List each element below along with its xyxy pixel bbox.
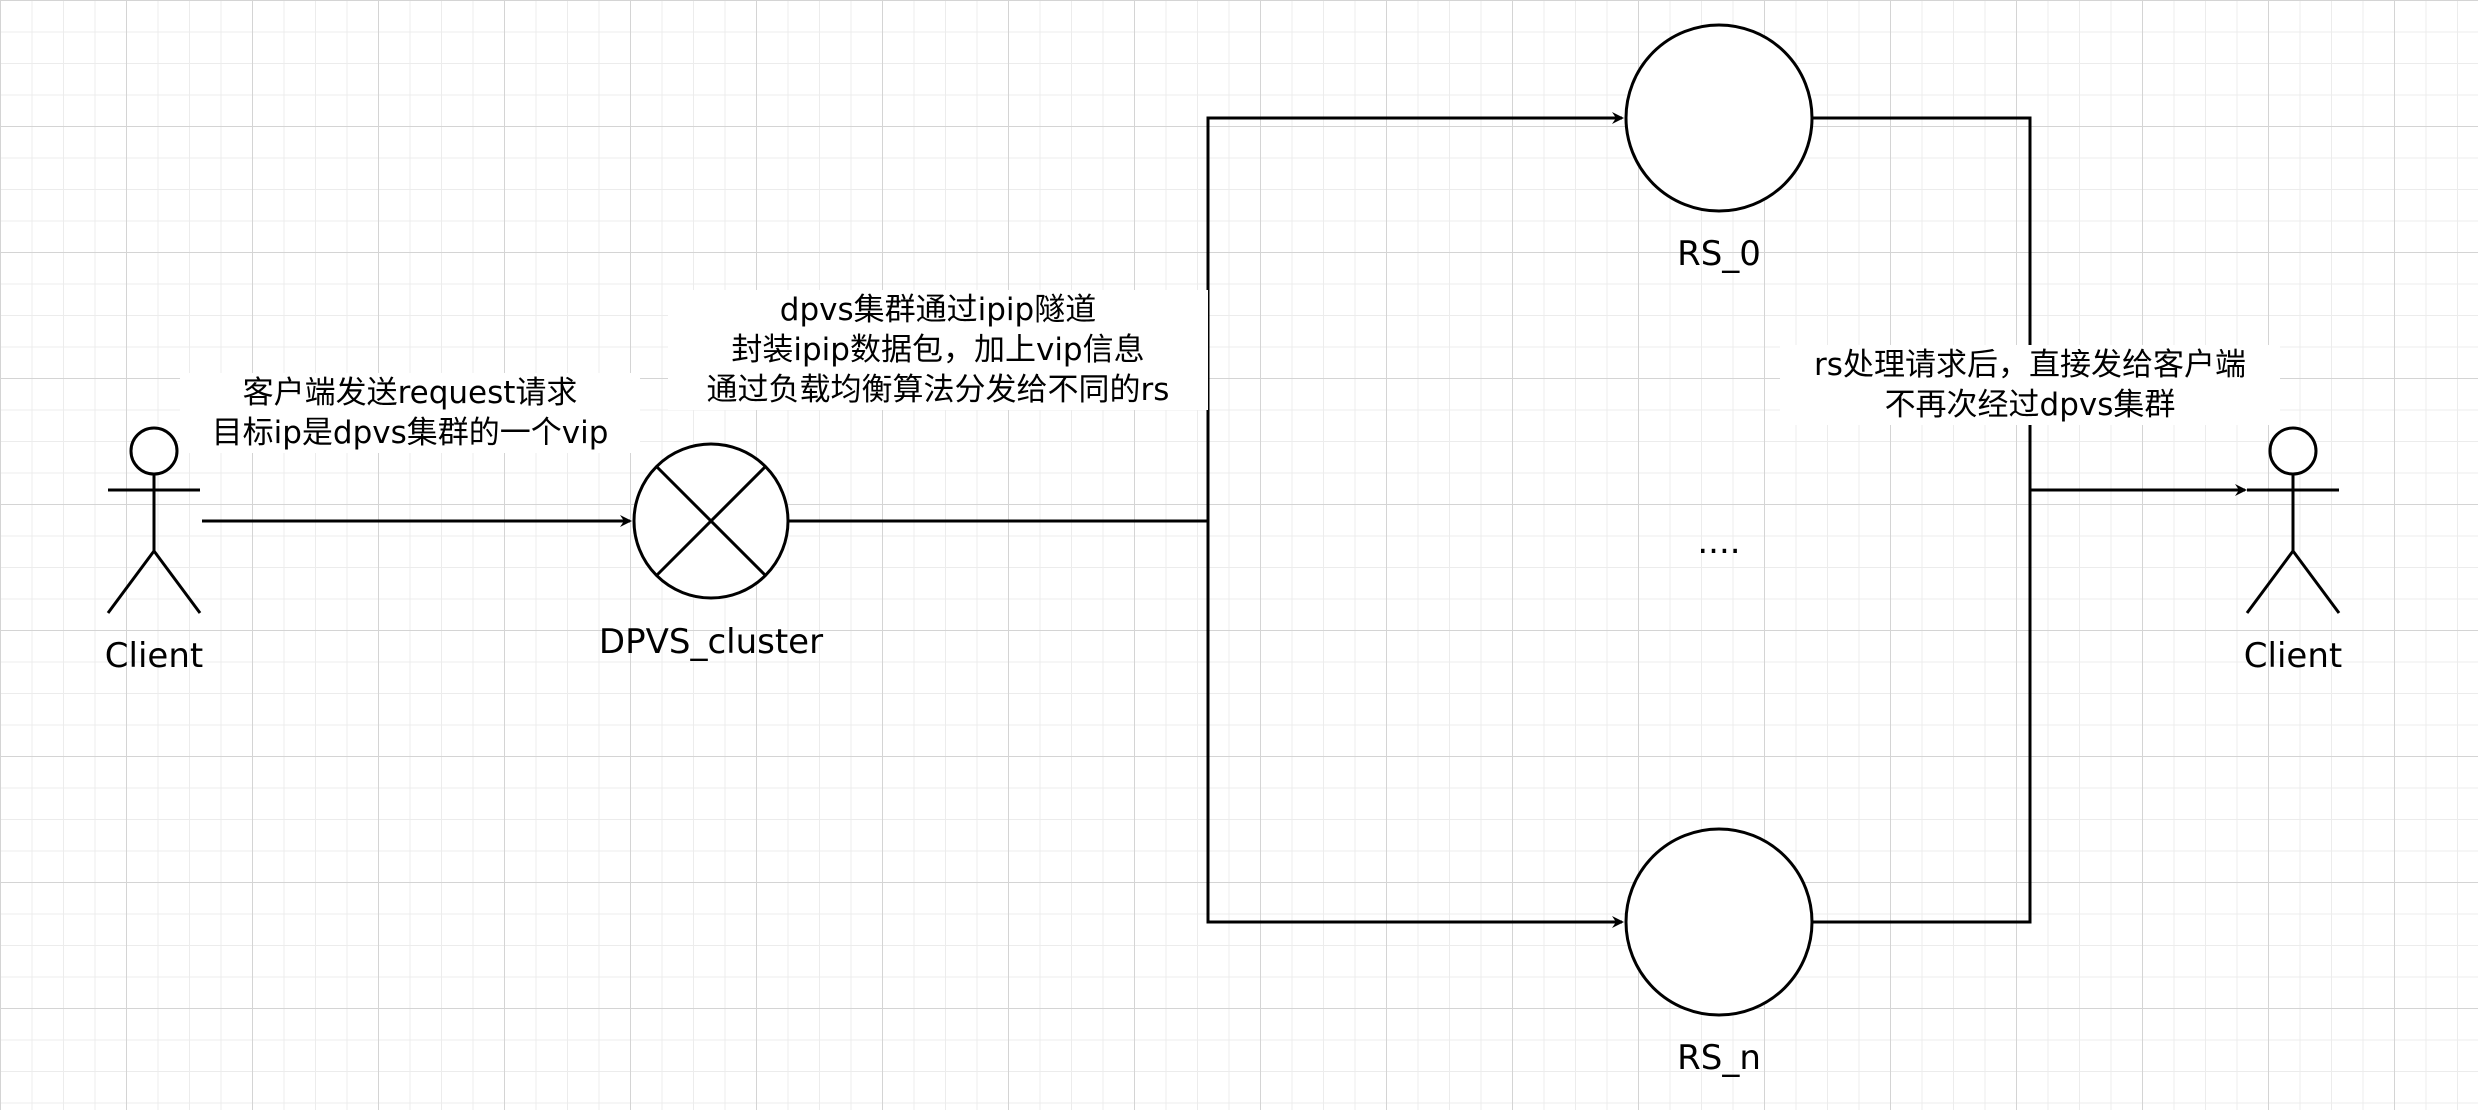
edge-label-rs-to-client: rs处理请求后，直接发给客户端 不再次经过dpvs集群: [1780, 345, 2280, 425]
edge-label-client-to-dpvs-line-2: 目标ip是dpvs集群的一个vip: [211, 415, 609, 451]
ellipsis-label: ....: [1697, 522, 1741, 562]
edge-dpvs-to-rs0[interactable]: [1206, 112, 1624, 521]
dpvs-cluster-x-circle-icon[interactable]: [632, 442, 790, 600]
edge-rsn-to-client[interactable]: [1812, 490, 2032, 924]
edge-label-client-to-dpvs-line-1: 客户端发送request请求: [242, 375, 578, 411]
edge-label-dpvs-to-rs-line-1: dpvs集群通过ipip隧道: [779, 292, 1097, 328]
client-left-actor-icon[interactable]: [106, 426, 202, 614]
edge-label-dpvs-to-rs-line-2: 封装ipip数据包，加上vip信息: [731, 332, 1145, 368]
client-left-label: Client: [104, 636, 204, 676]
edge-rs0-to-client[interactable]: [1812, 116, 2032, 490]
dpvs-cluster-label: DPVS_cluster: [598, 622, 824, 662]
edge-label-rs-to-client-line-2: 不再次经过dpvs集群: [1884, 387, 2176, 423]
edge-label-dpvs-to-rs-line-3: 通过负载均衡算法分发给不同的rs: [706, 372, 1170, 408]
rs-n-node[interactable]: [1624, 827, 1814, 1017]
rs-n-label: RS_n: [1677, 1038, 1761, 1078]
rs-0-label: RS_0: [1677, 234, 1761, 274]
rs-0-node[interactable]: [1624, 23, 1814, 213]
edge-label-rs-to-client-line-1: rs处理请求后，直接发给客户端: [1814, 347, 2246, 383]
client-right-label: Client: [2243, 636, 2343, 676]
edge-label-dpvs-to-rs: dpvs集群通过ipip隧道 封装ipip数据包，加上vip信息 通过负载均衡算…: [668, 290, 1208, 410]
edge-label-client-to-dpvs: 客户端发送request请求 目标ip是dpvs集群的一个vip: [180, 373, 640, 453]
client-right-actor-icon[interactable]: [2245, 426, 2341, 614]
edge-dpvs-to-rsn[interactable]: [1206, 521, 1624, 928]
